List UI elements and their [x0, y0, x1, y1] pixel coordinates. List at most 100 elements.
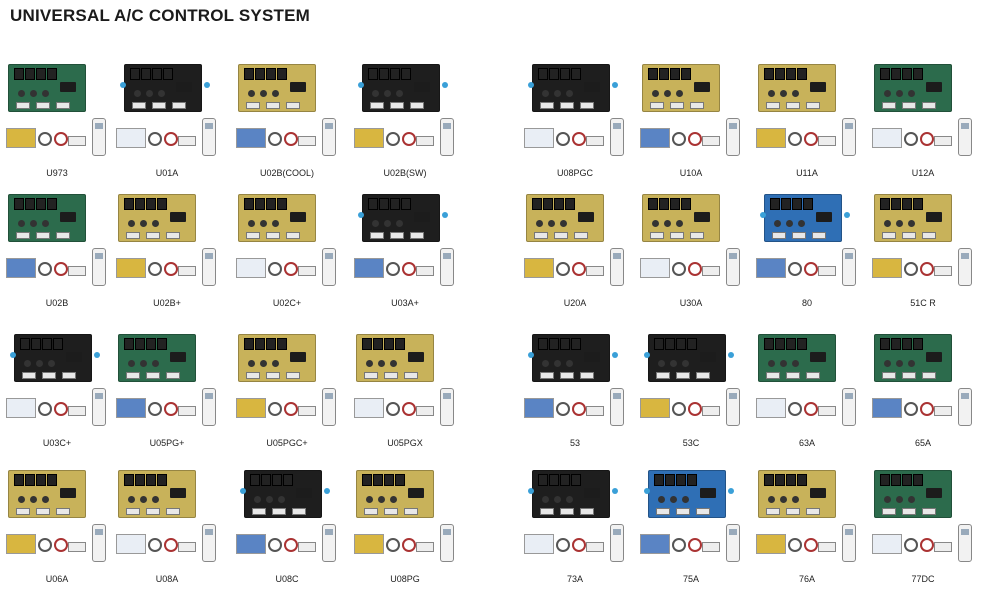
capacitor-component [152, 220, 159, 227]
accessory-kit [756, 248, 860, 288]
connector-component [772, 232, 786, 239]
product-card[interactable]: 63A [752, 334, 862, 460]
relay-component [266, 198, 276, 210]
temperature-sensor-icon [788, 538, 802, 552]
package-box-icon [640, 128, 670, 148]
temperature-sensor-icon [284, 402, 298, 416]
remote-control-icon [202, 388, 216, 426]
connector-component [62, 372, 76, 379]
capacitor-component [896, 360, 903, 367]
relay-component [549, 68, 559, 80]
accessory-kit [640, 388, 744, 428]
chip-component [810, 352, 826, 362]
temperature-sensor-icon [788, 402, 802, 416]
product-card[interactable]: U08PG [350, 470, 460, 596]
connector-component [126, 508, 140, 515]
capacitor-component [664, 90, 671, 97]
connector-component [902, 102, 916, 109]
product-photo [638, 194, 744, 294]
product-card[interactable]: U20A [520, 194, 630, 320]
relay-component [659, 68, 669, 80]
connector-component [246, 102, 260, 109]
product-card[interactable]: U02C+ [232, 194, 342, 320]
connector-component [404, 372, 418, 379]
temperature-sensor-icon [788, 262, 802, 276]
pcb-board-icon [532, 334, 610, 382]
product-card[interactable]: U02B(SW) [350, 64, 460, 190]
product-card[interactable]: U08PGC [520, 64, 630, 190]
product-card[interactable]: 80 [752, 194, 862, 320]
capacitor-component [140, 360, 147, 367]
mount-tab-icon [358, 82, 364, 88]
product-model-label: U20A [563, 298, 587, 308]
product-card[interactable]: U02B+ [112, 194, 222, 320]
temperature-sensor-icon [148, 262, 162, 276]
pcb-board-icon [764, 194, 842, 242]
product-card[interactable]: U05PG+ [112, 334, 222, 460]
package-box-icon [524, 534, 554, 554]
relay-component [36, 474, 46, 486]
accessory-kit [756, 388, 860, 428]
relay-component [124, 338, 134, 350]
product-card[interactable]: 76A [752, 470, 862, 596]
product-card[interactable]: U02B [2, 194, 112, 320]
product-card[interactable]: 53C [636, 334, 746, 460]
product-card[interactable]: 73A [520, 470, 630, 596]
pcb-board-icon [874, 194, 952, 242]
capacitor-component [566, 90, 573, 97]
relay-component [25, 68, 35, 80]
capacitor-component [566, 360, 573, 367]
connector-component [390, 102, 404, 109]
chip-component [66, 352, 82, 362]
product-card[interactable]: U30A [636, 194, 746, 320]
accessory-kit [872, 248, 976, 288]
mount-tab-icon [728, 352, 734, 358]
chip-component [290, 82, 306, 92]
product-card[interactable]: U973 [2, 64, 112, 190]
product-photo [870, 470, 976, 570]
capacitor-component [542, 90, 549, 97]
product-card[interactable]: U03A+ [350, 194, 460, 320]
product-card[interactable]: U03C+ [2, 334, 112, 460]
temperature-sensor-icon [54, 132, 68, 146]
product-card[interactable]: U08C [232, 470, 342, 596]
receiver-icon [416, 406, 434, 416]
product-model-label: U02B [45, 298, 69, 308]
product-card[interactable]: 65A [868, 334, 978, 460]
relay-component [775, 474, 785, 486]
package-box-icon [116, 128, 146, 148]
package-box-icon [354, 128, 384, 148]
product-card[interactable]: 75A [636, 470, 746, 596]
relay-component [687, 474, 697, 486]
product-card[interactable]: U11A [752, 64, 862, 190]
product-photo [522, 194, 628, 294]
remote-control-icon [440, 524, 454, 562]
receiver-icon [818, 542, 836, 552]
connector-component [370, 232, 384, 239]
connector-component [540, 102, 554, 109]
connector-component [670, 232, 684, 239]
product-card[interactable]: U06A [2, 470, 112, 596]
capacitor-component [658, 360, 665, 367]
pcb-board-icon [124, 64, 202, 112]
capacitor-component [566, 496, 573, 503]
accessory-kit [236, 524, 340, 564]
product-photo [754, 64, 860, 164]
product-card[interactable]: 51C R [868, 194, 978, 320]
product-photo [234, 334, 340, 434]
product-card[interactable]: U08A [112, 470, 222, 596]
product-card[interactable]: 77DC [868, 470, 978, 596]
relay-component [764, 474, 774, 486]
product-card[interactable]: U12A [868, 64, 978, 190]
relay-component [14, 198, 24, 210]
product-card[interactable]: U05PGX [350, 334, 460, 460]
chip-component [414, 82, 430, 92]
relay-component [379, 198, 389, 210]
product-card[interactable]: U01A [112, 64, 222, 190]
product-card[interactable]: U02B(COOL) [232, 64, 342, 190]
product-card[interactable]: U05PGC+ [232, 334, 342, 460]
product-card[interactable]: 53 [520, 334, 630, 460]
remote-control-icon [202, 248, 216, 286]
product-card[interactable]: U10A [636, 64, 746, 190]
relay-component [266, 338, 276, 350]
